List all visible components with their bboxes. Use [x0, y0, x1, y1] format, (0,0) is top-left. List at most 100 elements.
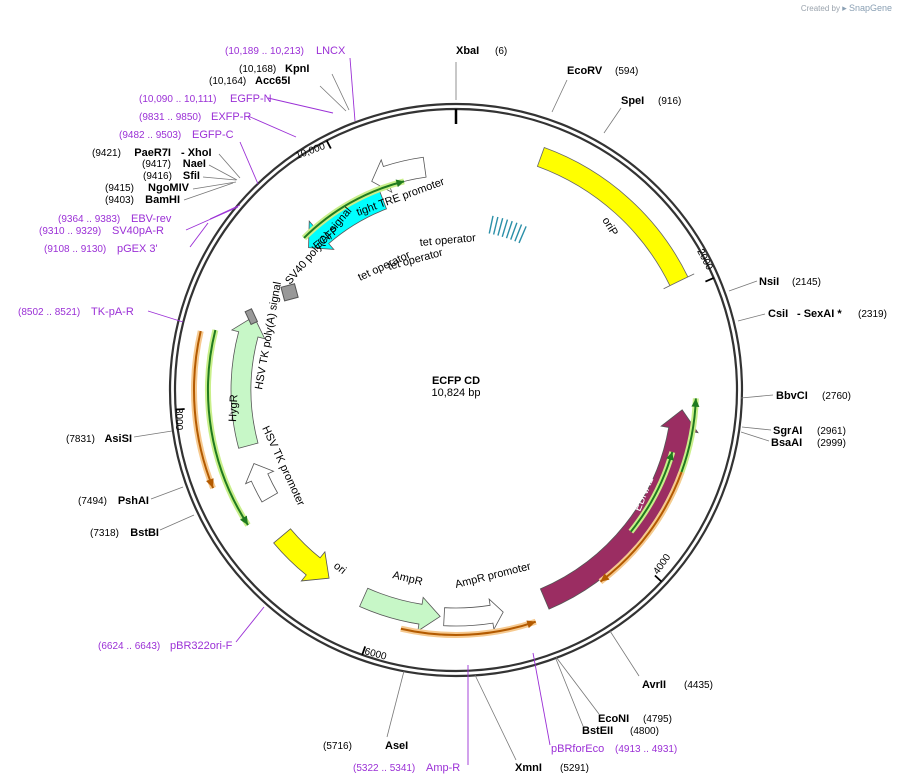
site-name: PshAI	[118, 495, 149, 507]
orf-arc	[400, 620, 537, 636]
site-pos: (9421)	[92, 148, 121, 159]
site-name: SfiI	[183, 170, 200, 182]
primer-name: pGEX 3'	[117, 243, 158, 255]
orf-arc	[207, 329, 249, 526]
primer-leader-line	[532, 652, 551, 746]
site-sep: - XhoI	[181, 147, 212, 159]
feature-tet-operator	[488, 215, 494, 234]
site-name: BstBI	[130, 527, 159, 539]
site-leaders	[133, 57, 774, 765]
site-name: AseI	[385, 740, 408, 752]
site-pos: (5716)	[323, 741, 352, 752]
feature-label-orip: oriP	[599, 215, 620, 238]
site-name: XmnI	[515, 762, 542, 774]
primer-range: (5322 .. 5341)	[353, 763, 415, 774]
site-leader-line	[331, 73, 350, 111]
orf-arrowhead	[239, 515, 249, 526]
primer-range: (9482 .. 9503)	[119, 130, 181, 141]
primer-name: LNCX	[316, 45, 346, 57]
site-name: EcoNI	[598, 713, 629, 725]
tick-marks	[175, 109, 715, 656]
site-name: NgoMIV	[148, 182, 190, 194]
credit-prefix: Created by	[800, 4, 840, 13]
site-sep: - SexAI *	[797, 308, 842, 320]
feature-sv40-polya	[280, 283, 299, 302]
feature-tet-operator	[510, 222, 518, 240]
site-name: XbaI	[456, 45, 479, 57]
site-pos: (2999)	[817, 438, 846, 449]
tick-label: 2000	[694, 247, 714, 272]
tick-mark	[325, 140, 332, 149]
site-name: SpeI	[621, 95, 644, 107]
site-leader-line	[551, 79, 568, 113]
site-leader-line	[741, 426, 772, 431]
site-leader-line	[555, 656, 600, 715]
site-pos: (5291)	[560, 763, 589, 774]
site-name: KpnI	[285, 63, 309, 75]
backbone-outer-ring	[168, 102, 744, 678]
feature-label-ampr: AmpR	[391, 569, 424, 588]
site-pos: (594)	[615, 66, 638, 77]
site-leader-line	[208, 164, 238, 181]
orf-arc	[303, 180, 405, 239]
site-leader-line	[740, 394, 774, 399]
site-pos: (2760)	[822, 391, 851, 402]
features	[191, 147, 700, 638]
feature-orip	[536, 147, 695, 290]
site-pos: (9417)	[142, 159, 171, 170]
site-pos: (7831)	[66, 434, 95, 445]
site-pos: (6)	[495, 46, 507, 57]
site-pos: (9415)	[105, 183, 134, 194]
site-name: NaeI	[183, 158, 206, 170]
orf-arc	[193, 330, 215, 489]
primers: (10,189 .. 10,213) LNCX (10,090 .. 10,11…	[18, 45, 677, 774]
primer-name: EBV-rev	[131, 213, 172, 225]
site-pos: (10,164)	[209, 76, 246, 87]
primer-range: (9364 .. 9383)	[58, 214, 120, 225]
site-leader-line	[319, 85, 347, 112]
orf-arrowhead	[206, 478, 214, 489]
primer-name: SV40pA-R	[112, 225, 164, 237]
feature-label-tet-operator: tet operator	[419, 232, 476, 249]
site-pos: (4795)	[643, 714, 672, 725]
site-leader-line	[159, 514, 195, 531]
site-name: BbvCI	[776, 390, 808, 402]
site-leader-line	[603, 107, 622, 134]
feature-hsv-tk-promoter	[244, 463, 279, 503]
site-name: PaeR7I	[134, 147, 171, 159]
tick-mark	[361, 646, 367, 656]
orf-arc	[599, 471, 683, 583]
site-leader-line	[740, 431, 770, 442]
feature-ori	[273, 528, 330, 582]
primer-range: (8502 .. 8521)	[18, 307, 80, 318]
orf-arrowhead	[395, 179, 404, 188]
snapgene-credit: Created by ▸ SnapGene	[801, 3, 892, 14]
primer-leader-line	[247, 115, 297, 138]
primer-leader-line	[349, 57, 356, 122]
tick-label: 8000	[173, 408, 184, 431]
restriction-sites: XbaI (6) EcoRV (594) SpeI (916) NsiI (21…	[66, 45, 887, 774]
feature-ampr	[359, 587, 441, 632]
site-pos: (4800)	[630, 726, 659, 737]
site-pos: (9416)	[143, 171, 172, 182]
site-leader-line	[737, 313, 766, 322]
primer-range: (9831 .. 9850)	[139, 112, 201, 123]
site-name: BamHI	[145, 194, 180, 206]
site-leader-line	[555, 658, 584, 727]
orf-arrowhead	[600, 573, 610, 582]
primer-leader-line	[239, 141, 259, 185]
primer-name: EGFP-N	[230, 93, 272, 105]
primer-name: Amp-R	[426, 762, 460, 774]
site-leader-line	[609, 630, 640, 677]
plasmid-length: 10,824 bp	[432, 387, 481, 399]
site-leader-line	[133, 430, 173, 438]
site-name: SgrAI	[773, 425, 802, 437]
site-pos: (10,168)	[239, 64, 276, 75]
site-name: BsaAI	[771, 437, 802, 449]
primer-name: pBR322ori-F	[170, 640, 233, 652]
site-leader-line	[386, 670, 405, 738]
primer-range: (10,189 .. 10,213)	[225, 46, 304, 57]
site-name: Acc65I	[255, 75, 290, 87]
feature-tet-operator	[514, 224, 523, 242]
